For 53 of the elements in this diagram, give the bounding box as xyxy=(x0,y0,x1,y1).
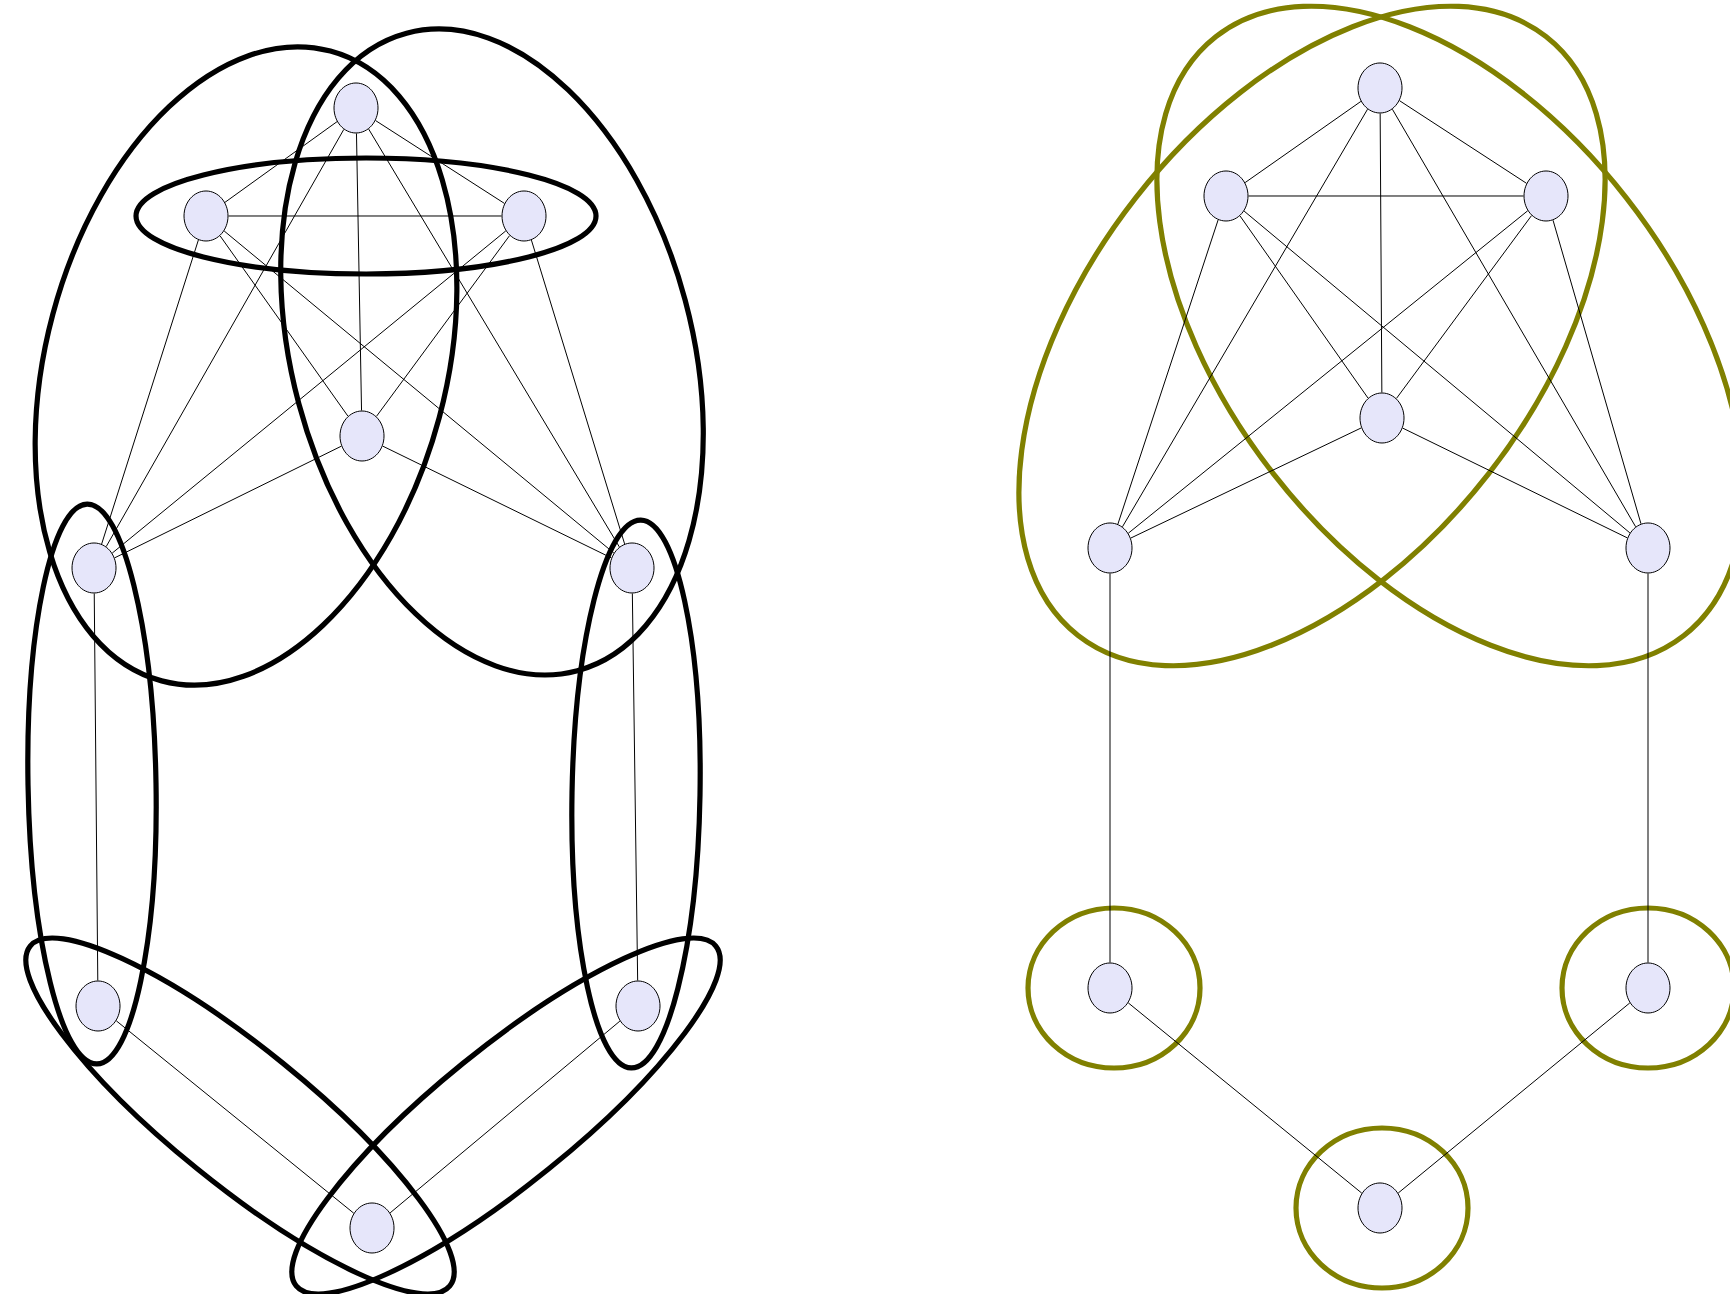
edge-line xyxy=(224,121,338,203)
vertex-circle xyxy=(339,410,385,462)
vertex-circle xyxy=(71,542,117,594)
vertex-circle xyxy=(1203,170,1249,222)
edge-line xyxy=(114,445,342,559)
vertex-circle xyxy=(1359,392,1405,444)
vertex-circle xyxy=(183,190,229,242)
edge-line xyxy=(93,593,99,981)
edge-line xyxy=(1399,100,1527,184)
edge-line xyxy=(1117,219,1219,525)
vertex-circle xyxy=(1523,170,1569,222)
vertex-circle xyxy=(609,542,655,594)
vertex-circle xyxy=(1357,1182,1403,1234)
edge-line xyxy=(228,215,502,217)
edge-line xyxy=(105,128,345,548)
vertex-circle xyxy=(1625,962,1671,1014)
vertex-circle xyxy=(615,980,661,1032)
edge-line xyxy=(375,235,511,417)
vertex-circle xyxy=(1087,522,1133,574)
edge-line xyxy=(1243,210,1631,534)
edge-line xyxy=(375,120,505,204)
edge-line xyxy=(1397,1002,1631,1194)
edge-line xyxy=(1127,1002,1363,1194)
edge-line xyxy=(1121,108,1369,528)
edge-line xyxy=(1391,108,1637,528)
edge-line xyxy=(1127,210,1529,534)
edge-line xyxy=(101,239,199,545)
edge-line xyxy=(1130,427,1362,539)
edge-line xyxy=(382,445,612,559)
vertex-circle xyxy=(75,980,121,1032)
vertex-circle xyxy=(349,1202,395,1254)
edge-line xyxy=(1248,195,1524,197)
edge-line xyxy=(356,133,363,411)
edge-line xyxy=(530,239,626,545)
edge-line xyxy=(1647,573,1649,963)
vertex-circle xyxy=(1357,62,1403,114)
vertex-circle xyxy=(501,190,547,242)
edge-line xyxy=(1244,100,1362,184)
vertex-circle xyxy=(1087,962,1133,1014)
edge-line xyxy=(1552,219,1642,525)
edge-line xyxy=(1395,215,1533,399)
vertex-circle xyxy=(333,82,379,134)
edge-line xyxy=(631,593,639,981)
edge-line xyxy=(1239,215,1369,399)
edge-line xyxy=(111,230,507,554)
vertex-circle xyxy=(1625,522,1671,574)
edge-line xyxy=(219,235,349,417)
edge-line xyxy=(1109,573,1111,963)
edge-line xyxy=(1379,113,1383,393)
edge-line xyxy=(368,128,620,548)
edge-line xyxy=(223,230,615,554)
edge-line xyxy=(1402,427,1628,539)
edge-line xyxy=(389,1020,621,1214)
